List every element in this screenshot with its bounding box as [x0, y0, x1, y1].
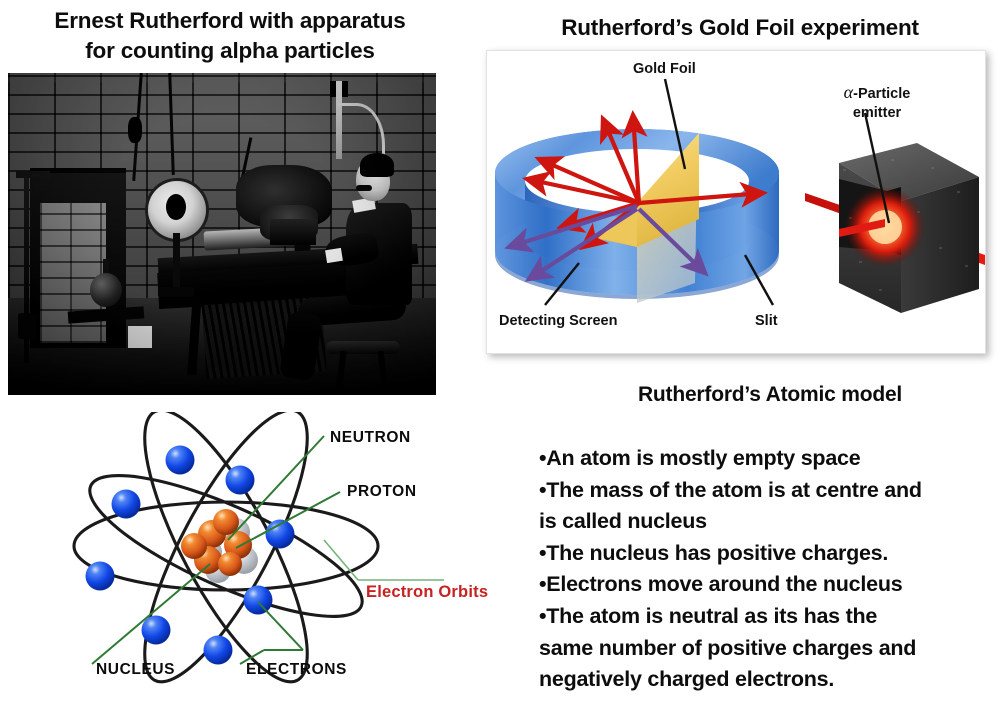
- photo-vertical-stand-rod: [24, 173, 29, 363]
- rutherford-laboratory-photograph: [8, 73, 436, 395]
- atomic-model-title: Rutherford’s Atomic model: [637, 383, 903, 406]
- photo-seated-man-moustache: [356, 185, 372, 191]
- bullet-line-8: negatively charged electrons.: [539, 667, 835, 692]
- bullet-line-5: •Electrons move around the nucleus: [539, 572, 903, 597]
- photo-wire-fitting: [128, 117, 142, 143]
- gold-foil-illustration: [495, 78, 985, 313]
- nucleus-label: NUCLEUS: [96, 661, 176, 678]
- photo-instrument-box: [270, 219, 316, 245]
- bullet-line-4: •The nucleus has positive charges.: [539, 540, 889, 565]
- photo-title-line-1: Ernest Rutherford with apparatus: [54, 8, 406, 33]
- electrons: [85, 445, 295, 665]
- emitter-label-line-2: emitter: [852, 105, 902, 121]
- atom-illustration: [72, 412, 444, 684]
- electrons-label: ELECTRONS: [246, 661, 347, 678]
- photo-seated-man-hair: [360, 153, 394, 177]
- photo-title-line-2: for counting alpha particles: [85, 38, 375, 63]
- gold-foil-label: Gold Foil: [633, 61, 696, 77]
- proton-label: PROTON: [347, 483, 417, 500]
- photo-light-block: [128, 326, 152, 348]
- photo-disc-base: [158, 287, 194, 297]
- gold-foil-experiment-diagram: Gold Foil Detecting Screen Slit α-Partic…: [486, 50, 986, 354]
- bullet-line-6: •The atom is neutral as its has the: [539, 603, 878, 628]
- slit-label: Slit: [755, 313, 778, 329]
- photo-curved-tube: [338, 103, 385, 174]
- photo-stand-base: [18, 313, 36, 339]
- photo-stool-seat: [326, 341, 400, 354]
- photo-title: Ernest Rutherford with apparatus for cou…: [10, 6, 450, 66]
- neutron-label: NEUTRON: [330, 429, 411, 446]
- photo-stand-bracket: [16, 171, 50, 178]
- photo-disc-aperture: [166, 194, 186, 220]
- atomic-model-bullet-list: •An atom is mostly empty space •The mass…: [539, 443, 979, 696]
- photo-vignette: [8, 73, 436, 395]
- photo-disc-support-stem: [173, 233, 180, 291]
- bullet-line-1: •An atom is mostly empty space: [539, 446, 861, 470]
- emitter-label-line-1: -Particle: [853, 86, 911, 102]
- bullet-line-7: same number of positive charges and: [539, 635, 917, 660]
- detecting-screen-label: Detecting Screen: [499, 313, 618, 329]
- gold-foil-experiment-title: Rutherford’s Gold Foil experiment: [561, 15, 919, 40]
- electron-orbits-label: Electron Orbits: [366, 583, 489, 601]
- photo-glass-flask: [90, 273, 122, 307]
- rutherford-atomic-model-diagram: NEUTRON PROTON NUCLEUS ELECTRONS Electro…: [58, 412, 538, 700]
- bullet-line-3: is called nucleus: [539, 509, 707, 534]
- photo-flask-neck: [103, 259, 109, 281]
- alpha-particle-emitter-label: α-Particle emitter: [817, 83, 937, 123]
- bullet-line-2: •The mass of the atom is at centre and: [539, 477, 922, 502]
- alpha-symbol: α: [843, 82, 854, 102]
